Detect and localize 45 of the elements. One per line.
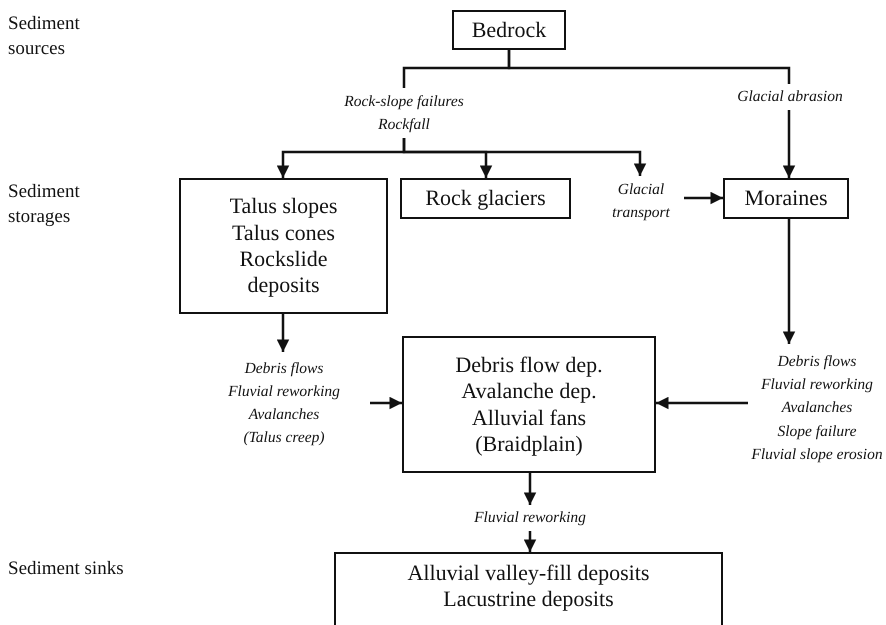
level-label: Sediment sinks: [8, 557, 125, 581]
arrow: [782, 110, 796, 178]
box-text: Rock glaciers: [425, 185, 546, 212]
process-text: Debris flows: [778, 352, 856, 372]
box-text: Alluvial fans: [472, 404, 586, 431]
level-label: Sediment sources: [8, 12, 81, 61]
box-text: Rockslide deposits: [238, 246, 328, 299]
arrow: [370, 396, 402, 410]
box-text: Moraines: [744, 185, 828, 212]
box-text: Avalanche dep.: [461, 378, 597, 404]
process-text: Fluvial reworking: [474, 508, 586, 528]
sink-box: [334, 552, 723, 625]
arrow: [782, 219, 796, 344]
process-text: Avalanches: [248, 405, 320, 425]
arrow: [656, 396, 748, 410]
process-text: Avalanches: [782, 398, 852, 418]
box-text: Talus slopes: [230, 193, 338, 220]
process-text: Fluvial reworking: [228, 382, 340, 402]
process-text: Slope failure: [777, 422, 857, 442]
storage-box: [179, 178, 388, 314]
box-text: Debris flow dep.: [455, 352, 603, 378]
arrow: [684, 192, 723, 204]
box-text: Lacustrine deposits: [443, 586, 614, 613]
process-text: Glacial abrasion: [737, 87, 843, 108]
arrow: [402, 138, 646, 176]
level-label: Sediment storages: [8, 180, 81, 229]
storage-box: [402, 336, 656, 473]
box-text: (Braidplain): [475, 430, 583, 458]
box-text: Talus cones: [232, 220, 335, 246]
process-text: Rock-slope failures: [344, 92, 464, 112]
storage-box: [400, 178, 571, 219]
box-text: Bedrock: [472, 16, 546, 44]
arrow: [276, 314, 290, 352]
storage-box: [723, 178, 849, 219]
process-text: (Talus creep): [243, 428, 325, 448]
process-text: Fluvial slope erosion: [751, 444, 883, 465]
arrow: [524, 531, 536, 552]
arrow: [524, 473, 536, 505]
process-text: Debris flows: [244, 358, 324, 378]
box-text: Alluvial valley-fill deposits: [408, 560, 650, 586]
process-text: Fluvial reworking: [761, 375, 873, 396]
process-text: Rockfall: [378, 115, 430, 135]
process-text: Glacial transport: [611, 180, 671, 223]
connector-line: [508, 50, 790, 84]
source-box: [452, 10, 566, 50]
